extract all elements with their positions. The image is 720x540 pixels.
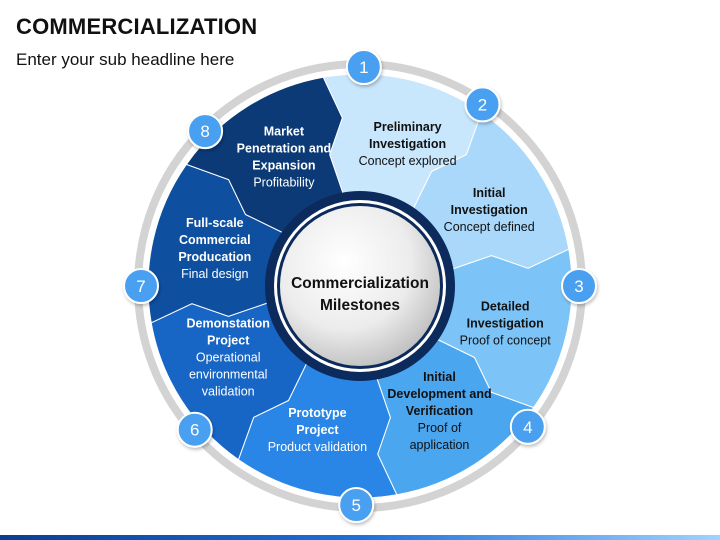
stage-2-subtitle-line-1: Concept defined: [444, 220, 535, 234]
stage-badge-5: 5: [338, 487, 375, 523]
stage-badge-number-6: 6: [190, 421, 199, 440]
stage-8-subtitle-line-1: Profitability: [253, 175, 315, 189]
stage-badge-circle-5: [338, 487, 375, 523]
stage-8-title-line-3: Expansion: [252, 158, 315, 172]
stage-badge-number-8: 8: [200, 122, 209, 141]
stage-badge-7: 7: [123, 268, 159, 304]
stage-6-subtitle-line-1: Operational: [196, 351, 261, 365]
stage-4-title-line-3: Verification: [406, 404, 473, 418]
stage-5-subtitle-line-1: Product validation: [268, 440, 367, 454]
stage-badge-6: 6: [176, 411, 213, 448]
stage-6-title-line-2: Project: [207, 334, 250, 348]
stage-3-title-line-1: Detailed: [481, 300, 530, 314]
stage-badge-1: 1: [345, 49, 382, 85]
stage-2-title-line-2: Investigation: [451, 203, 528, 217]
stage-badge-8: 8: [187, 113, 224, 150]
stage-3-title-line-2: Investigation: [467, 317, 544, 331]
stage-6-title-line-1: Demonstation: [187, 317, 270, 331]
stage-4-title-line-1: Initial: [423, 370, 456, 384]
stage-7-title-line-1: Full-scale: [186, 216, 244, 230]
stage-8-title-line-1: Market: [264, 124, 305, 138]
stage-badge-3: 3: [561, 268, 597, 304]
stage-badge-4: 4: [509, 408, 546, 445]
stage-badge-number-7: 7: [136, 277, 145, 296]
stage-1-subtitle-line-1: Concept explored: [359, 154, 457, 168]
stage-badge-number-5: 5: [351, 496, 360, 515]
page-subtitle: Enter your sub headline here: [16, 50, 235, 69]
stage-badge-number-3: 3: [574, 277, 583, 296]
stage-4-subtitle-line-2: application: [410, 438, 470, 452]
stage-5-title-line-1: Prototype: [288, 406, 346, 420]
stage-badge-2: 2: [464, 86, 501, 123]
stage-4-subtitle-line-1: Proof of: [418, 421, 462, 435]
stage-2-title-line-1: Initial: [473, 186, 506, 200]
center-title-line-2: Milestones: [320, 297, 400, 314]
stage-7-subtitle-line-1: Final design: [181, 267, 248, 281]
stage-3-subtitle-line-1: Proof of concept: [460, 334, 552, 348]
center-hub: Commercialization Milestones: [265, 191, 455, 381]
stage-badge-circle-7: [123, 268, 159, 304]
stage-7-title-line-2: Commercial: [179, 233, 251, 247]
stage-7-title-line-3: Producation: [178, 250, 251, 264]
stage-badge-circle-4: [509, 408, 546, 445]
stage-badge-number-4: 4: [523, 418, 532, 437]
stage-badge-number-1: 1: [359, 58, 368, 77]
stage-1-title-line-1: Preliminary: [374, 120, 442, 134]
stage-1-title-line-2: Investigation: [369, 137, 446, 151]
stage-6-subtitle-line-2: environmental: [189, 368, 268, 382]
page-title: COMMERCIALIZATION: [16, 14, 258, 39]
center-title-line-1: Commercialization: [291, 275, 429, 292]
stage-number-badges: 1 2 3 4 5 6 7 8: [123, 49, 597, 523]
stage-badge-number-2: 2: [478, 95, 487, 114]
stage-badge-circle-1: [345, 49, 382, 85]
stage-6-subtitle-line-3: validation: [202, 385, 255, 399]
stage-8-title-line-2: Penetration and: [237, 141, 331, 155]
stage-5-title-line-2: Project: [296, 423, 339, 437]
footer-bar: [0, 535, 720, 540]
center-hub-disc: [280, 206, 440, 366]
stage-4-title-line-2: Development and: [387, 387, 491, 401]
stage-badge-circle-8: [187, 113, 224, 150]
stage-badge-circle-3: [561, 268, 597, 304]
stage-badge-circle-2: [464, 86, 501, 123]
stage-badge-circle-6: [176, 411, 213, 448]
